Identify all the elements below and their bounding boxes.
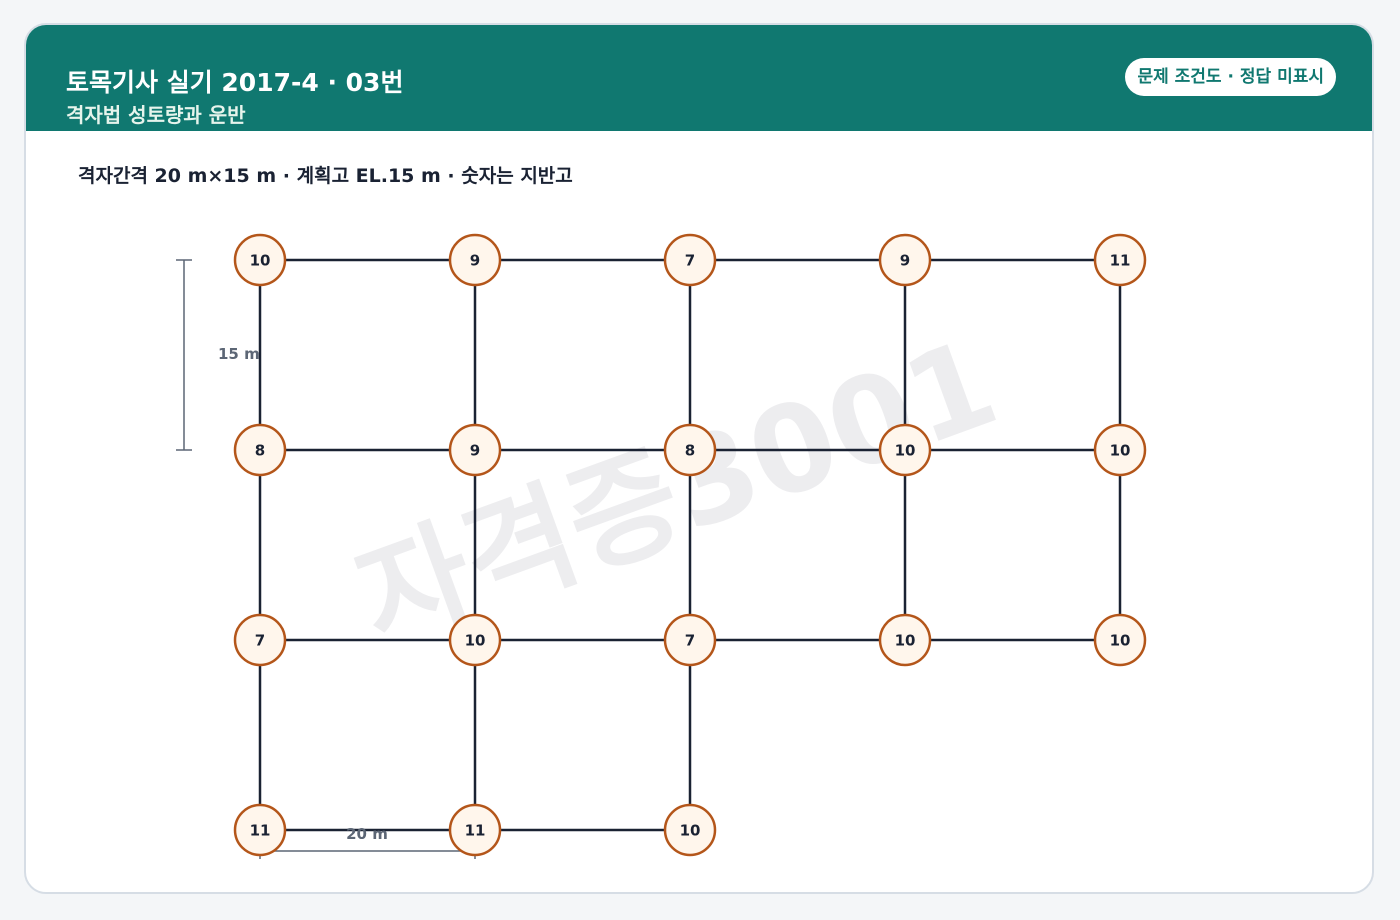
grid-lines (258, 258, 1122, 832)
grid-node-circle (878, 233, 932, 287)
grid-node-label: 10 (895, 632, 916, 650)
grid-node-label: 7 (685, 632, 695, 650)
grid-node: 8 (663, 423, 717, 477)
grid-nodes: 10 9 7 9 11 8 9 8 10 10 7 10 7 10 10 11 11 10 (233, 233, 1147, 857)
grid-node: 7 (233, 613, 287, 667)
grid-node: 8 (233, 423, 287, 477)
grid-node: 11 (1093, 233, 1147, 287)
grid-node: 7 (663, 233, 717, 287)
grid-node-label: 11 (250, 822, 271, 840)
grid-node-circle (1093, 233, 1147, 287)
grid-node-circle (878, 613, 932, 667)
grid-node-circle (233, 233, 287, 287)
grid-node-label: 8 (255, 442, 265, 460)
grid-node-label: 11 (1110, 252, 1131, 270)
grid-node-circle (448, 423, 502, 477)
grid-node: 10 (663, 803, 717, 857)
grid-node-circle (663, 613, 717, 667)
grid-node: 10 (878, 613, 932, 667)
grid-node: 9 (448, 423, 502, 477)
grid-node: 10 (878, 423, 932, 477)
vertical-dimension-label: 15 m (218, 345, 260, 363)
grid-node: 9 (448, 233, 502, 287)
grid-node: 11 (233, 803, 287, 857)
page-subtitle: 격자법 성토량과 운반 (66, 103, 246, 127)
grid-node-circle (1093, 613, 1147, 667)
grid-node-circle (663, 233, 717, 287)
grid-node-label: 9 (900, 252, 910, 270)
grid-node-label: 11 (465, 822, 486, 840)
grid-node-circle (448, 613, 502, 667)
grid-node: 7 (663, 613, 717, 667)
grid-node-label: 10 (1110, 442, 1131, 460)
grid-node-label: 7 (685, 252, 695, 270)
grid-node-circle (663, 803, 717, 857)
grid-node: 9 (878, 233, 932, 287)
grid-node-circle (233, 613, 287, 667)
grid-node: 10 (448, 613, 502, 667)
grid-node: 10 (233, 233, 287, 287)
grid-node-label: 10 (895, 442, 916, 460)
header-bar: 토목기사 실기 2017-4 · 03번 격자법 성토량과 운반 문제 조건도 … (26, 25, 1372, 131)
grid-node-circle (448, 803, 502, 857)
grid-node-circle (1093, 423, 1147, 477)
grid-node-circle (878, 423, 932, 477)
grid-node-label: 7 (255, 632, 265, 650)
grid-node-label: 10 (1110, 632, 1131, 650)
status-badge: 문제 조건도 · 정답 미표시 (1125, 58, 1336, 96)
grid-node-label: 9 (470, 442, 480, 460)
grid-node-label: 8 (685, 442, 695, 460)
dimension-marks: 15 m 20 m (176, 259, 476, 859)
page-title: 토목기사 실기 2017-4 · 03번 (66, 68, 404, 97)
grid-node-circle (233, 803, 287, 857)
grid-node-circle (663, 423, 717, 477)
grid-node: 10 (1093, 613, 1147, 667)
grid-node-circle (448, 233, 502, 287)
grid-node-label: 10 (250, 252, 271, 270)
grid-node-label: 10 (465, 632, 486, 650)
grid-node: 11 (448, 803, 502, 857)
grid-node-circle (233, 423, 287, 477)
grid-node-label: 9 (470, 252, 480, 270)
horizontal-dimension-label: 20 m (346, 825, 388, 843)
grid-node-label: 10 (680, 822, 701, 840)
grid-node: 10 (1093, 423, 1147, 477)
diagram-caption: 격자간격 20 m×15 m · 계획고 EL.15 m · 숫자는 지반고 (78, 165, 573, 187)
